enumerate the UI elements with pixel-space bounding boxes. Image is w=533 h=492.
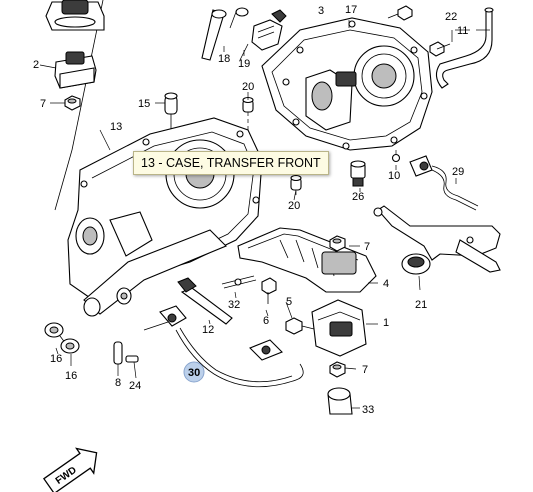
- part-tooltip: 13 - CASE, TRANSFER FRONT: [133, 151, 329, 175]
- highlight-badge-30[interactable]: [183, 361, 205, 383]
- callout-15[interactable]: 15: [138, 98, 150, 110]
- callout-32[interactable]: 32: [228, 299, 240, 311]
- part-18-bracket[interactable]: [201, 7, 249, 61]
- part-1-mount[interactable]: [311, 299, 378, 357]
- part-17-case-half[interactable]: [261, 17, 433, 151]
- callout-20-upper[interactable]: 20: [242, 81, 254, 93]
- part-19-connector[interactable]: [239, 9, 287, 61]
- part-16-plug-a[interactable]: [44, 322, 67, 345]
- part-13-transfer-case-front[interactable]: [67, 117, 263, 317]
- part-4-bracket[interactable]: [237, 227, 377, 293]
- part-top-bolt[interactable]: [387, 5, 413, 21]
- part-16-plug-b[interactable]: [60, 338, 80, 354]
- part-mount-top[interactable]: [45, 0, 105, 31]
- part-29-switch-harness[interactable]: [409, 155, 479, 211]
- part-8-dowel[interactable]: [113, 341, 123, 365]
- callout-22[interactable]: 22: [445, 11, 457, 23]
- callout-7-mid[interactable]: 7: [364, 241, 370, 253]
- callout-11[interactable]: 11: [457, 25, 468, 37]
- part-10-switch[interactable]: [391, 150, 401, 163]
- leader-lines: [55, 20, 470, 409]
- part-12-cable-tie[interactable]: [177, 277, 233, 325]
- callout-5[interactable]: 5: [286, 296, 292, 308]
- callout-26[interactable]: 26: [352, 191, 364, 203]
- callout-17[interactable]: 17: [345, 4, 357, 16]
- callout-13[interactable]: 13: [110, 121, 122, 133]
- part-21-bracket[interactable]: [373, 205, 501, 275]
- callout-7-low[interactable]: 7: [362, 364, 368, 376]
- part-33-bumper[interactable]: [327, 387, 353, 415]
- callout-10[interactable]: 10: [388, 170, 400, 182]
- callout-1[interactable]: 1: [383, 317, 389, 329]
- callout-8[interactable]: 8: [115, 377, 121, 389]
- part-26-plug[interactable]: [350, 160, 366, 187]
- part-nut-7-left[interactable]: [50, 95, 81, 111]
- part-32-clip[interactable]: [221, 275, 257, 289]
- part-30-harness[interactable]: [159, 305, 304, 388]
- callout-16-a[interactable]: 16: [50, 353, 62, 365]
- callout-21[interactable]: 21: [415, 299, 427, 311]
- callout-19[interactable]: 19: [238, 58, 250, 70]
- part-pin-15[interactable]: [155, 92, 178, 150]
- fwd-direction-icon: FWD: [42, 447, 98, 492]
- part-24-pin[interactable]: [125, 355, 139, 363]
- callout-29[interactable]: 29: [452, 166, 464, 178]
- part-mount-2[interactable]: [39, 51, 97, 89]
- callout-30[interactable]: 30: [188, 367, 200, 379]
- callout-2[interactable]: 2: [33, 59, 39, 71]
- callout-labels: 1 2 3 4 5 6 7 7 7 8 10 11 12 13 15 16 16…: [33, 4, 468, 416]
- part-11-breather-hose[interactable]: [435, 7, 494, 89]
- callout-33[interactable]: 33: [362, 404, 374, 416]
- callout-6[interactable]: 6: [263, 315, 269, 327]
- part-20-dowel-lower[interactable]: [290, 174, 302, 191]
- callout-12[interactable]: 12: [202, 324, 214, 336]
- callout-20-lower[interactable]: 20: [288, 200, 300, 212]
- callout-7-left[interactable]: 7: [40, 98, 46, 110]
- callout-16-b[interactable]: 16: [65, 370, 77, 382]
- part-22-bolt[interactable]: [429, 30, 453, 57]
- part-nut-7-low[interactable]: [329, 361, 346, 378]
- callout-24[interactable]: 24: [129, 380, 141, 392]
- part-6-bolt[interactable]: [261, 277, 277, 304]
- part-nut-7-mid[interactable]: [329, 235, 346, 252]
- callout-18[interactable]: 18: [218, 53, 230, 65]
- callout-3[interactable]: 3: [318, 5, 324, 17]
- callout-4[interactable]: 4: [383, 278, 389, 290]
